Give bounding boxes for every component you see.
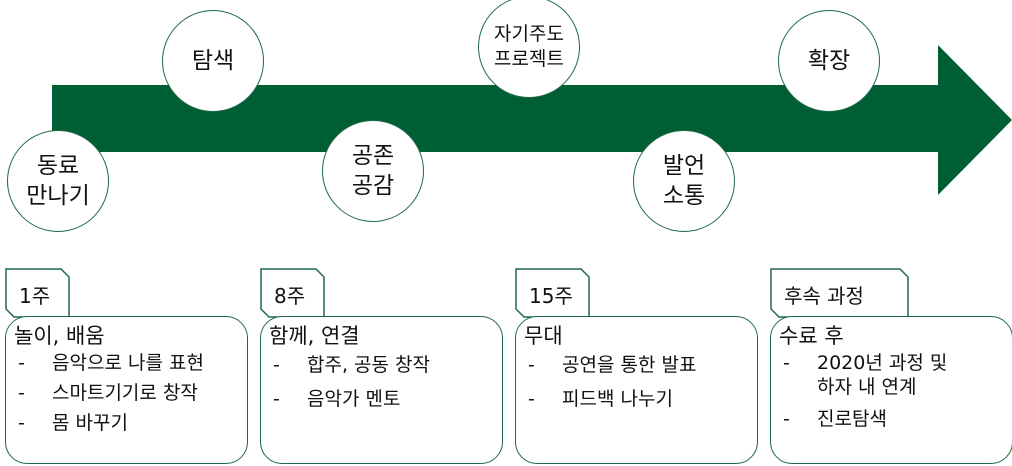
phase-box: 무대 -공연을 통한 발표 -피드백 나누기 (515, 316, 758, 464)
phase-tag-label: 8주 (274, 284, 306, 308)
item-text: 진로탐색 (817, 408, 887, 430)
phase-box: 놀이, 배움 -음악으로 나를 표현 -스마트기기로 창작 -몸 바꾸기 (5, 316, 248, 464)
stage-label: 만나기 (26, 183, 90, 209)
list-item: -몸 바꾸기 (18, 412, 128, 434)
stage-label: 공존 (351, 143, 395, 169)
stage-label: 소통 (662, 183, 706, 209)
item-text: 스마트기기로 창작 (52, 382, 198, 404)
item-text: 공연을 통한 발표 (562, 354, 697, 376)
phase-tag: 1주 (5, 268, 70, 318)
stage-label: 확장 (807, 48, 851, 74)
list-item: -진로탐색 (783, 408, 887, 430)
item-text: 음악가 멘토 (307, 388, 401, 410)
phase-tag: 후속 과정 (770, 268, 909, 318)
list-item: -음악가 멘토 (273, 388, 401, 410)
stage-circle-expand: 확장 (778, 10, 880, 112)
list-item: -2020년 과정 및 하자 내 연계 (783, 352, 948, 398)
phase-tag-label: 15주 (529, 284, 573, 308)
phase-tag-label: 후속 과정 (784, 284, 864, 308)
stage-circle-communication: 발언 소통 (633, 130, 735, 232)
phase-tag: 15주 (515, 268, 590, 318)
item-text: 음악으로 나를 표현 (52, 352, 204, 374)
phase-followup: 후속 과정 수료 후 -2020년 과정 및 하자 내 연계 -진로탐색 (770, 268, 1012, 464)
list-item: -공연을 통한 발표 (528, 354, 697, 376)
phase-title: 수료 후 (779, 324, 844, 348)
phase-title: 함께, 연결 (269, 324, 360, 348)
phase-tag-label: 1주 (19, 284, 51, 308)
list-item: -합주, 공동 창작 (273, 354, 430, 376)
phase-week8: 8주 함께, 연결 -합주, 공동 창작 -음악가 멘토 (260, 268, 505, 464)
stage-label: 탐색 (191, 48, 235, 74)
list-item: -스마트기기로 창작 (18, 382, 198, 404)
phase-title: 무대 (524, 324, 563, 348)
phase-box: 수료 후 -2020년 과정 및 하자 내 연계 -진로탐색 (770, 316, 1012, 464)
stage-circle-explore: 탐색 (162, 10, 264, 112)
item-text: 피드백 나누기 (562, 388, 673, 410)
timeline-arrow (52, 45, 1012, 195)
phase-title: 놀이, 배움 (14, 324, 105, 348)
stage-circle-coexist: 공존 공감 (322, 120, 424, 222)
stage-label: 프로젝트 (494, 48, 564, 70)
phase-box: 함께, 연결 -합주, 공동 창작 -음악가 멘토 (260, 316, 503, 464)
list-item: -음악으로 나를 표현 (18, 352, 204, 374)
phase-week15: 15주 무대 -공연을 통한 발표 -피드백 나누기 (515, 268, 760, 464)
phase-week1: 1주 놀이, 배움 -음악으로 나를 표현 -스마트기기로 창작 -몸 바꾸기 (5, 268, 250, 464)
stage-label: 동료 (36, 153, 80, 179)
item-text: 2020년 과정 및 하자 내 연계 (817, 352, 948, 398)
list-item: -피드백 나누기 (528, 388, 673, 410)
stage-circle-project: 자기주도 프로젝트 (478, 0, 580, 98)
item-text: 몸 바꾸기 (52, 412, 128, 434)
stage-circle-colleagues: 동료 만나기 (7, 130, 109, 232)
phase-tag: 8주 (260, 268, 325, 318)
item-text: 합주, 공동 창작 (307, 354, 430, 376)
stage-label: 발언 (662, 153, 706, 179)
stage-label: 자기주도 (494, 23, 564, 45)
stage-label: 공감 (351, 173, 395, 199)
